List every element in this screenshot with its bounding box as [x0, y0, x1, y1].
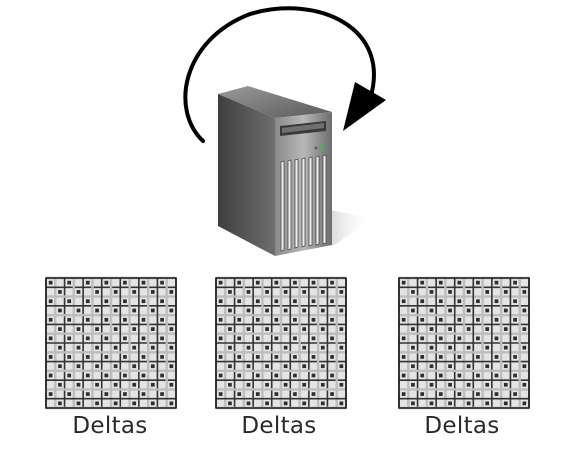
grid-table-icon [215, 276, 347, 410]
delta-label-1: Deltas [72, 413, 148, 439]
server-tower-icon [218, 86, 372, 256]
delta-label-3: Deltas [424, 413, 500, 439]
delta-label-2: Deltas [241, 413, 317, 439]
delta-grids [45, 276, 530, 410]
grid-table-icon [45, 276, 177, 410]
grid-table-icon [398, 276, 530, 410]
circular-arrow-icon [183, 6, 386, 143]
